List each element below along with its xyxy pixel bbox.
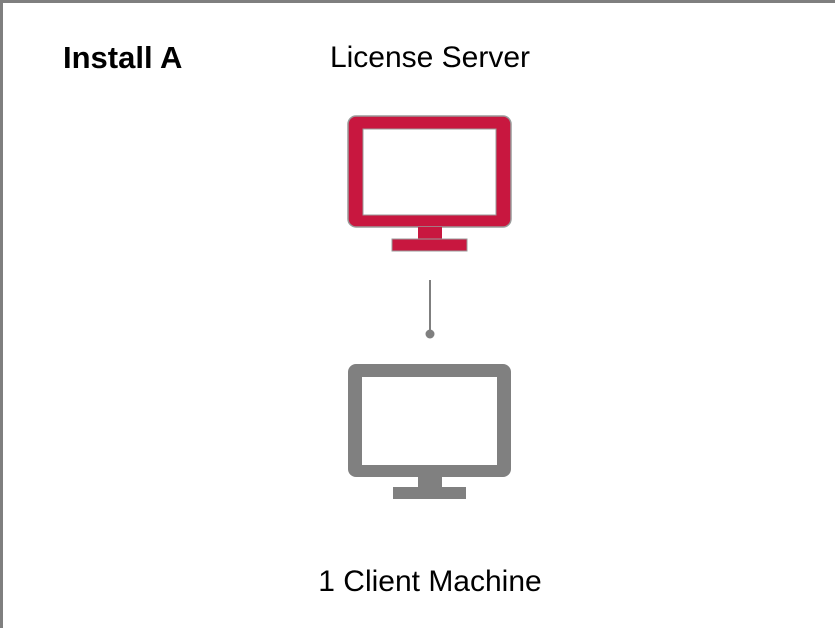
- server-base: [391, 238, 468, 252]
- client-screen-inner: [362, 377, 497, 465]
- diagram-title: Install A: [63, 40, 183, 75]
- connector: [425, 280, 435, 339]
- client-neck: [418, 477, 442, 490]
- license-server-monitor-icon: [347, 115, 512, 252]
- client-machine-label: 1 Client Machine: [318, 565, 542, 598]
- connector-dot: [425, 329, 435, 339]
- license-server-label: License Server: [329, 41, 531, 74]
- client-machine-monitor-icon: [348, 364, 511, 499]
- server-screen-inner: [362, 128, 497, 216]
- client-base: [393, 487, 466, 499]
- server-neck: [418, 227, 442, 241]
